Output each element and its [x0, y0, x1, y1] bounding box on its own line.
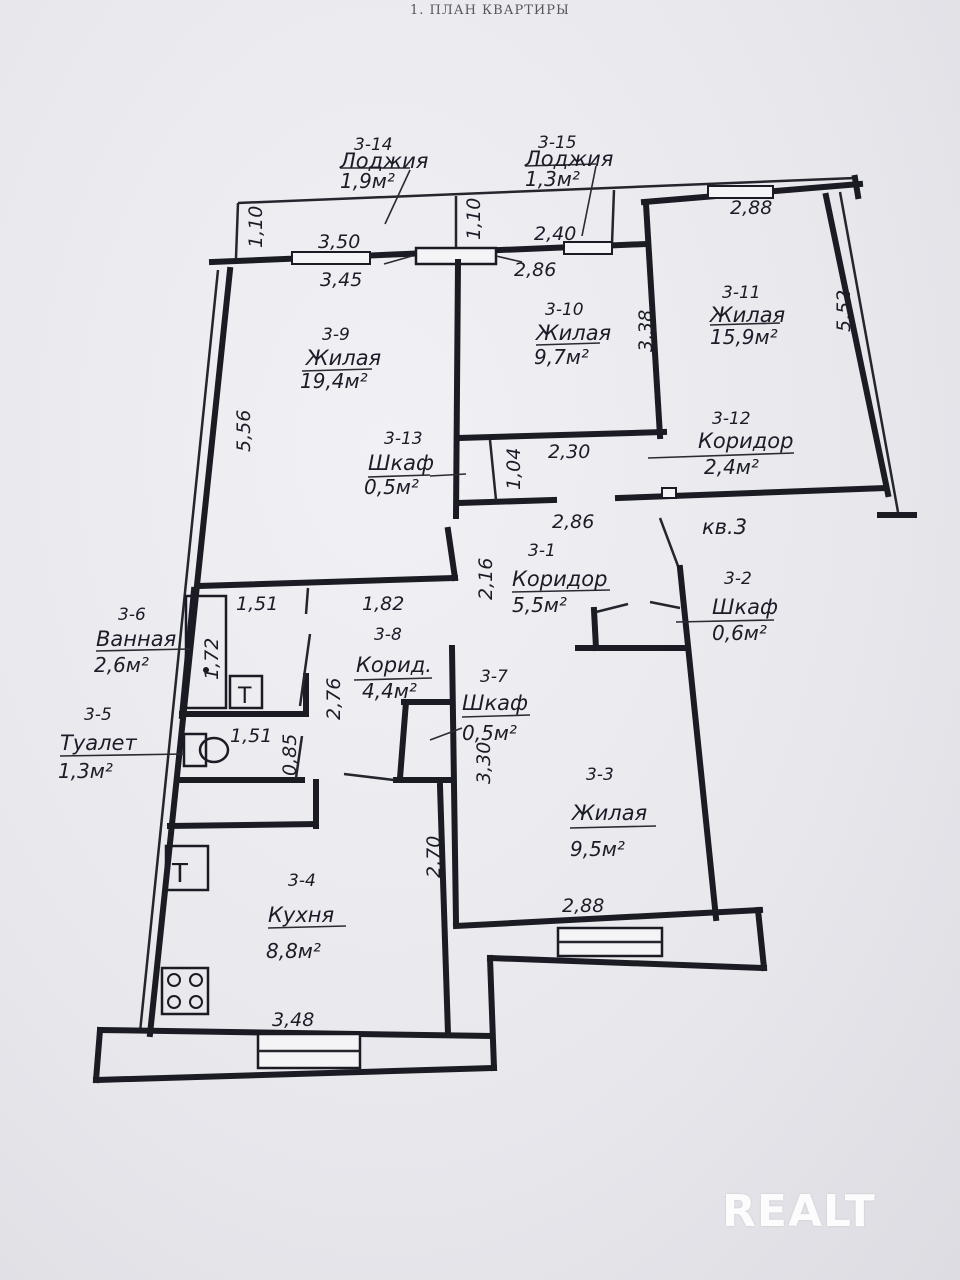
dim-label: 2,88 — [730, 197, 772, 219]
room-name: Шкаф — [368, 451, 434, 475]
room-number: 3-5 — [84, 705, 112, 725]
room-area: 4,4м² — [362, 679, 417, 703]
room-name: Туалет — [60, 731, 137, 755]
dim-label: 2,16 — [475, 558, 497, 600]
room-3-6-label: 3-6 Ванная 2,6м² — [94, 605, 176, 677]
room-number: 3-15 — [538, 133, 577, 153]
fixtures: Т Т — [160, 594, 264, 1016]
room-name: Лоджия — [524, 147, 613, 171]
room-name: Шкаф — [462, 691, 528, 715]
toilet-icon — [182, 732, 208, 768]
room-3-15-label: 3-15 Лоджия 1,3м² — [524, 133, 613, 191]
room-3-13-label: 3-13 Шкаф 0,5м² — [364, 429, 434, 499]
room-area: 19,4м² — [300, 369, 368, 393]
svg-text:Т: Т — [237, 684, 252, 709]
apartment-number: кв.3 — [702, 515, 747, 539]
sink-icon — [228, 674, 264, 710]
svg-text:Т: Т — [171, 859, 188, 889]
room-name: Коридор — [512, 567, 607, 591]
dim-label: 2,70 — [423, 836, 445, 878]
room-number: 3-9 — [322, 325, 350, 345]
dim-label: 1,10 — [245, 206, 267, 248]
room-number: 3-13 — [384, 429, 423, 449]
dim-label: 2,40 — [534, 223, 576, 245]
dim-label: 1,82 — [362, 593, 404, 615]
room-area: 0,5м² — [364, 475, 419, 499]
room-number: 3-14 — [354, 135, 393, 155]
room-name: Коридор — [698, 429, 793, 453]
room-name: Лоджия — [339, 149, 428, 173]
walls — [92, 174, 917, 1084]
room-name: Жилая — [304, 346, 381, 370]
room-number: 3-1 — [528, 541, 556, 561]
dim-label: 3,30 — [473, 742, 495, 784]
room-name: Корид. — [356, 653, 432, 677]
room-number: 3-11 — [722, 283, 761, 303]
room-name: Жилая — [534, 321, 611, 345]
dim-label: 2,88 — [562, 895, 604, 917]
room-number: 3-6 — [118, 605, 146, 625]
room-area: 1,3м² — [525, 167, 580, 191]
room-area: 0,6м² — [712, 621, 767, 645]
room-3-11-label: 3-11 Жилая 15,9м² — [708, 283, 785, 349]
dim-label: 2,30 — [548, 441, 590, 463]
room-number: 3-3 — [586, 765, 614, 785]
room-area: 2,4м² — [704, 455, 759, 479]
dim-label: 0,85 — [279, 734, 301, 776]
room-area: 1,9м² — [340, 169, 395, 193]
bathtub-icon — [184, 594, 228, 710]
plan-header: 1. ПЛАН КВАРТИРЫ — [410, 3, 570, 18]
room-area: 9,5м² — [570, 837, 625, 861]
room-name: Жилая — [708, 303, 785, 327]
room-name: Ванная — [96, 627, 176, 651]
room-number: 3-4 — [288, 871, 316, 891]
room-3-5-label: 3-5 Туалет 1,3м² — [58, 705, 137, 783]
stove-icon — [160, 966, 210, 1016]
kitchen-sink-icon — [164, 844, 210, 892]
room-name: Кухня — [268, 903, 334, 927]
dim-label: 3,48 — [272, 1009, 314, 1031]
room-area: 9,7м² — [534, 345, 589, 369]
dimensions: 1,10 3,50 3,45 1,10 2,40 2,86 2,88 5,52 … — [201, 197, 855, 1031]
dim-label: 3,50 — [318, 231, 360, 253]
room-3-12-label: 3-12 Коридор 2,4м² — [698, 409, 793, 479]
dim-label: 5,52 — [833, 290, 855, 332]
dim-label: 1,51 — [230, 725, 272, 747]
room-area: 1,3м² — [58, 759, 113, 783]
room-3-8-label: 3-8 Корид. 4,4м² — [356, 625, 432, 703]
realt-watermark: REALT — [722, 1186, 876, 1237]
room-3-2-label: 3-2 Шкаф 0,6м² — [712, 569, 778, 645]
room-name: Шкаф — [712, 595, 778, 619]
dim-label: 2,86 — [514, 259, 556, 281]
room-number: 3-2 — [724, 569, 752, 589]
room-area: 5,5м² — [512, 593, 567, 617]
room-number: 3-7 — [480, 667, 508, 687]
room-3-9-label: 3-9 Жилая 19,4м² — [300, 325, 381, 393]
room-3-14-label: 3-14 Лоджия 1,9м² — [339, 135, 428, 193]
room-name: Жилая — [570, 801, 647, 825]
room-3-1-label: 3-1 Коридор 5,5м² — [512, 541, 607, 617]
dim-label: 1,10 — [463, 198, 485, 240]
leaders — [59, 163, 795, 929]
dim-label: 1,04 — [503, 448, 525, 490]
room-3-7-label: 3-7 Шкаф 0,5м² — [462, 667, 528, 745]
room-3-10-label: 3-10 Жилая 9,7м² — [534, 300, 611, 369]
room-3-4-label: 3-4 Кухня 8,8м² — [266, 871, 334, 963]
room-area: 15,9м² — [710, 325, 778, 349]
dim-label: 3,38 — [635, 310, 657, 352]
dim-label: 2,76 — [323, 678, 345, 720]
room-3-3-label: 3-3 Жилая 9,5м² — [570, 765, 647, 861]
dim-label: 1,72 — [201, 638, 223, 680]
room-number: 3-8 — [374, 625, 402, 645]
room-area: 8,8м² — [266, 939, 321, 963]
dim-label: 2,86 — [552, 511, 594, 533]
room-area: 0,5м² — [462, 721, 517, 745]
room-number: 3-10 — [545, 300, 584, 320]
room-area: 2,6м² — [94, 653, 149, 677]
dim-label: 5,56 — [233, 410, 255, 452]
dim-label: 3,45 — [320, 269, 362, 291]
room-number: 3-12 — [712, 409, 751, 429]
dim-label: 1,51 — [236, 593, 278, 615]
